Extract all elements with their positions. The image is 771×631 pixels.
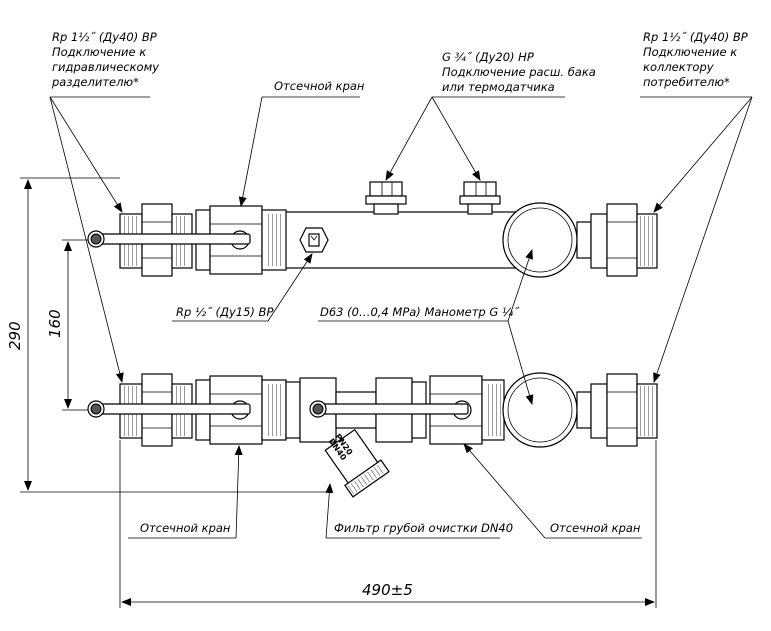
top-port-right [459,181,501,215]
top-right-line-4: потребителю* [643,75,730,89]
dim-290-label: 290 [6,321,24,350]
top-right-line-3: коллектору [643,60,714,74]
top-center-line-1: G ¾˝ (Ду20) НР [442,50,534,64]
top-center-line-2: Подключение расш. бака [442,65,596,79]
bottom-manometer [502,372,592,448]
leader-lines [49,96,753,539]
filter-label: Фильтр грубой очистки DN40 [334,521,513,535]
callout-top-center: G ¾˝ (Ду20) НР Подключение расш. бака ил… [442,50,596,94]
rp-half-plug [299,227,329,253]
rp-half-label: Rp ½˝ (Ду15) ВР [176,305,273,319]
dim-160-label: 160 [46,309,64,338]
bottom-assembly: DN40 PN20 [87,372,658,498]
top-valve-handle [87,230,251,248]
top-right-union [590,203,658,277]
top-left-line-3: гидравлическому [52,60,159,74]
dim-490-label: 490±5 [362,581,413,599]
top-assembly [87,181,658,278]
dimension-lines [20,177,657,608]
top-right-line-1: Rp 1½˝ (Ду40) ВР [643,30,748,44]
top-left-line-1: Rp 1½˝ (Ду40) ВР [52,30,157,44]
top-left-line-4: разделителю* [51,75,139,89]
bottom-right-valve-label: Отсечной кран [550,521,641,535]
top-left-line-2: Подключение к [52,45,146,59]
bottom-left-valve-label: Отсечной кран [140,521,231,535]
strainer-filter: DN40 PN20 [285,377,427,498]
callout-top-right: Rp 1½˝ (Ду40) ВР Подключение к коллектор… [643,30,748,89]
top-valve-label: Отсечной кран [274,79,365,93]
manometer-label: D63 (0…0,4 MPa) Манометр G ¼˝ [320,305,520,319]
top-port-left [365,181,407,215]
top-center-line-3: или термодатчика [442,80,555,94]
top-manometer [502,202,592,278]
bottom-right-union [590,373,658,447]
top-right-line-2: Подключение к [643,45,737,59]
bottom-left-handle [87,400,251,418]
callout-top-left: Rp 1½˝ (Ду40) ВР Подключение к гидравлич… [51,30,159,89]
bottom-right-handle [309,400,469,418]
